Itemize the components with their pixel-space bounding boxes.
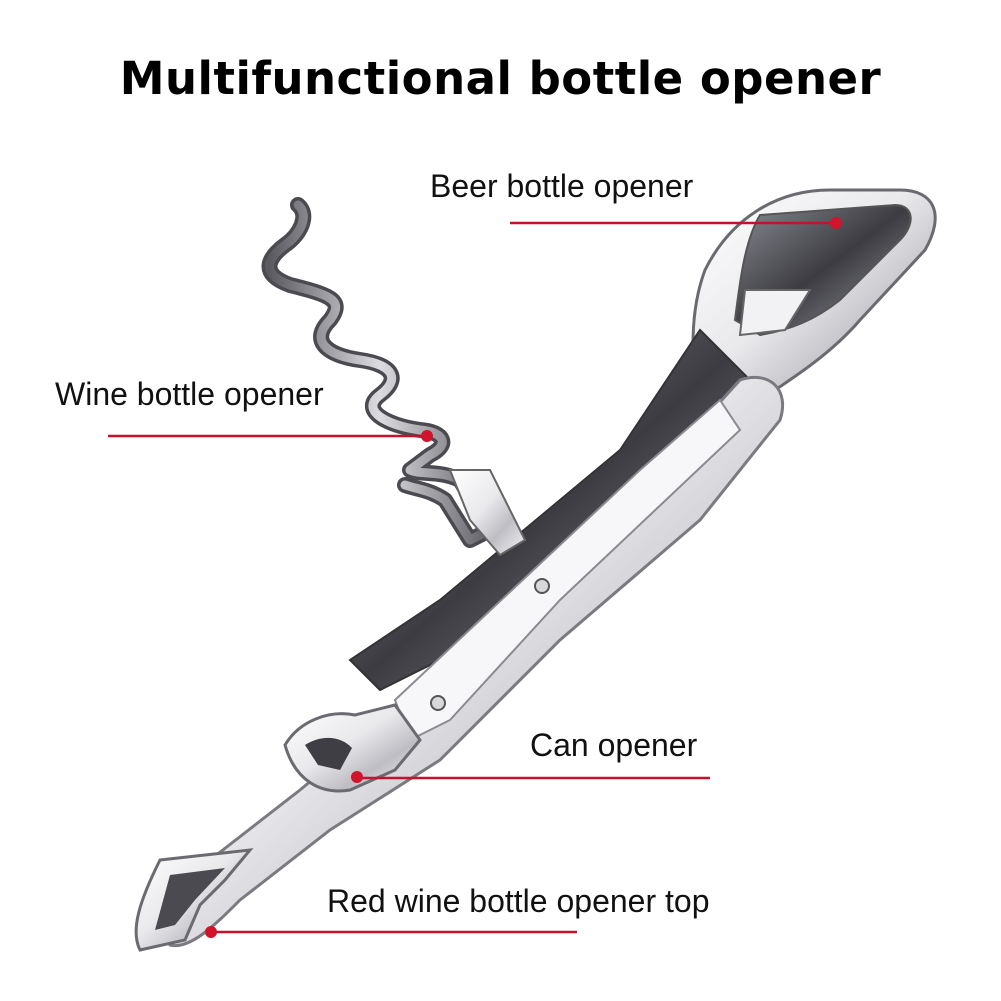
corkscrew-arm — [448, 469, 527, 557]
callout-dot-red-wine-top — [205, 926, 217, 938]
rivet-lower — [430, 695, 446, 711]
callout-label-can-opener: Can opener — [530, 727, 698, 763]
can-opener-notch — [283, 703, 422, 793]
lever-plate — [393, 398, 742, 742]
callout-dot-beer — [830, 217, 842, 229]
callout-dot-can — [351, 771, 363, 783]
callout-can — [351, 771, 710, 783]
callout-label-wine-bottle-opener: Wine bottle opener — [55, 376, 324, 412]
corkscrew-worm — [261, 197, 498, 548]
rivet-upper — [534, 578, 550, 594]
callout-label-beer-bottle-opener: Beer bottle opener — [430, 168, 694, 204]
callout-wine — [108, 430, 433, 442]
page-title: Multifunctional bottle opener — [119, 52, 882, 105]
callout-label-red-wine-opener-top: Red wine bottle opener top — [327, 883, 710, 919]
callout-beer — [510, 217, 842, 229]
callout-red-wine-top — [205, 926, 577, 938]
callout-dot-wine — [421, 430, 433, 442]
